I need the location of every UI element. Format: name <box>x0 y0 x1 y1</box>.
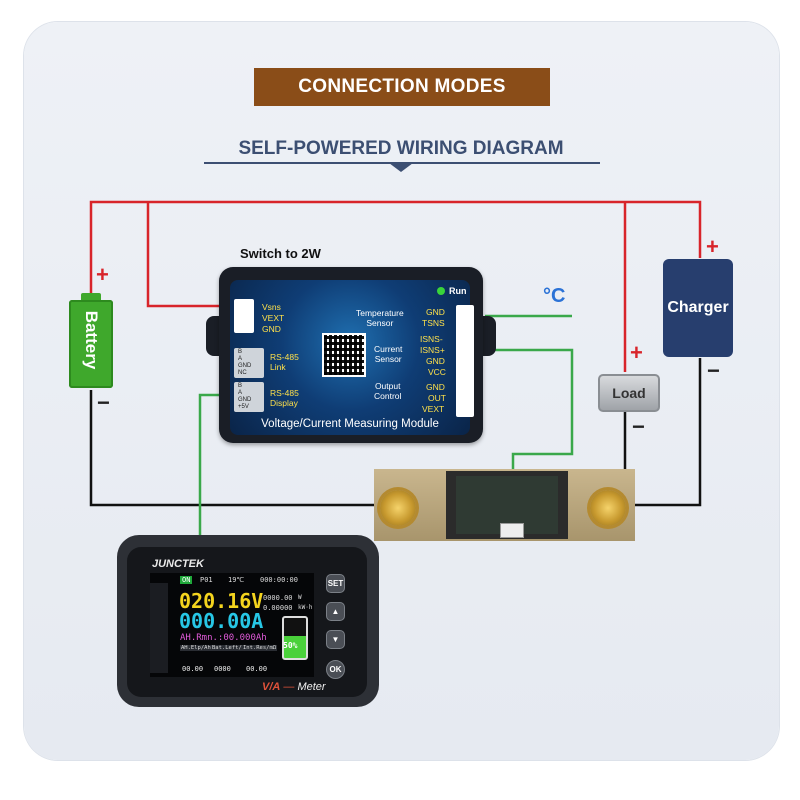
rs485-link-pin-a: A <box>238 356 243 362</box>
meter-percent: 50% <box>283 641 298 650</box>
meter-status-temp: 19℃ <box>228 576 245 584</box>
left-terminal-block <box>234 299 254 333</box>
pin-isns-minus: ISNS- <box>420 334 443 344</box>
rs485-link-port <box>234 348 264 378</box>
temperature-unit: °C <box>543 285 566 307</box>
meter-sub-value-bat: 0000 <box>214 665 231 673</box>
meter-remaining: AH.Rmn.:00.000Ah <box>180 633 267 643</box>
current-sensor-label: Current Sensor <box>374 344 403 364</box>
battery-plus: + <box>96 262 109 287</box>
charger-minus: − <box>707 358 720 383</box>
rs485-display-pin-gnd: GND <box>238 397 252 403</box>
pin-output-gnd: GND <box>426 382 445 392</box>
rs485-link-pin-gnd: GND <box>238 363 252 369</box>
qr-code-icon <box>322 333 366 377</box>
meter-footer-right: Meter <box>297 681 326 693</box>
meter-footer-left: V/A <box>262 681 281 693</box>
rs485-link-pin-b: B <box>238 349 243 355</box>
battery-minus: − <box>97 390 110 415</box>
charger-plus: + <box>706 234 719 259</box>
meter-status-time: 000:00:00 <box>260 576 298 584</box>
shunt-connector <box>500 523 524 538</box>
meter-power-unit: W <box>298 594 302 601</box>
terminal-gnd: GND <box>262 324 281 334</box>
rs485-display-pin-b: B <box>238 383 243 389</box>
meter-up-button[interactable]: ▲ <box>326 602 345 621</box>
pin-isns-plus: ISNS+ <box>420 345 445 355</box>
meter-battery-gauge-icon <box>282 616 308 660</box>
meter-side-icons <box>150 583 168 673</box>
run-led-icon <box>437 287 445 295</box>
pin-vcc: VCC <box>428 367 446 377</box>
diagram-subtitle: SELF-POWERED WIRING DIAGRAM <box>238 138 564 159</box>
rs485-display-label: RS-485 Display <box>270 388 299 408</box>
load: Load <box>598 374 660 412</box>
charger: Charger <box>663 259 733 357</box>
meter-down-button[interactable]: ▼ <box>326 630 345 649</box>
rs485-link-label: RS-485 Link <box>270 352 299 372</box>
terminal-vsns: Vsns <box>262 302 281 312</box>
rs485-display-pin-5v: +5V <box>238 404 249 410</box>
battery <box>69 300 113 388</box>
positive-wires <box>89 200 702 372</box>
pin-vext: VEXT <box>422 404 445 414</box>
module-title: Voltage/Current Measuring Module <box>261 418 439 430</box>
pin-tsns: TSNS <box>422 318 445 328</box>
output-control-label: Output Control <box>374 381 402 401</box>
meter-sub-label-res: Int.Res/mΩ <box>242 645 278 651</box>
meter-power: 0000.00 <box>263 594 293 602</box>
load-plus: + <box>630 340 643 365</box>
pin-current-gnd: GND <box>426 356 445 366</box>
meter-brand: JUNCTEK <box>152 558 204 570</box>
meter-status-code: P01 <box>200 576 213 584</box>
run-label: Run <box>449 286 467 296</box>
meter-current: 000.00A <box>179 609 264 633</box>
rs485-link-pin-nc: NC <box>238 370 247 376</box>
rs485-display-port <box>234 382 264 412</box>
temperature-sensor-label: Temperature Sensor <box>356 308 404 328</box>
meter-ok-button[interactable]: OK <box>326 660 345 679</box>
terminal-vext: VEXT <box>262 313 285 323</box>
meter-set-button[interactable]: SET <box>326 574 345 593</box>
connection-modes-banner: CONNECTION MODES <box>254 68 550 106</box>
meter-sub-value-ah: 00.00 <box>182 665 204 673</box>
meter-footer: V/A — Meter <box>262 681 326 693</box>
meter-energy-unit: kW·h <box>298 604 313 611</box>
meter-sub-value-res: 00.00 <box>246 665 268 673</box>
switch-label: Switch to 2W <box>240 246 321 261</box>
meter-status-on: ON <box>180 576 193 584</box>
rs485-display-pin-a: A <box>238 390 243 396</box>
subtitle-arrow-icon <box>389 163 413 172</box>
battery-terminal <box>81 293 101 301</box>
meter-energy: 0.00000 <box>263 604 293 612</box>
pin-temp-gnd: GND <box>426 307 445 317</box>
shunt-bolt-left <box>380 490 416 526</box>
shunt-bolt-right <box>590 490 626 526</box>
meter-sub-label-ah: AH.Elp/Ah <box>180 645 212 651</box>
meter-voltage: 020.16V <box>179 589 264 613</box>
battery-label: Battery <box>82 310 101 370</box>
pin-out: OUT <box>428 393 446 403</box>
right-terminal-block <box>456 305 474 417</box>
meter-sub-label-bat: Bat.Left/M <box>211 645 247 651</box>
load-minus: − <box>632 414 645 439</box>
